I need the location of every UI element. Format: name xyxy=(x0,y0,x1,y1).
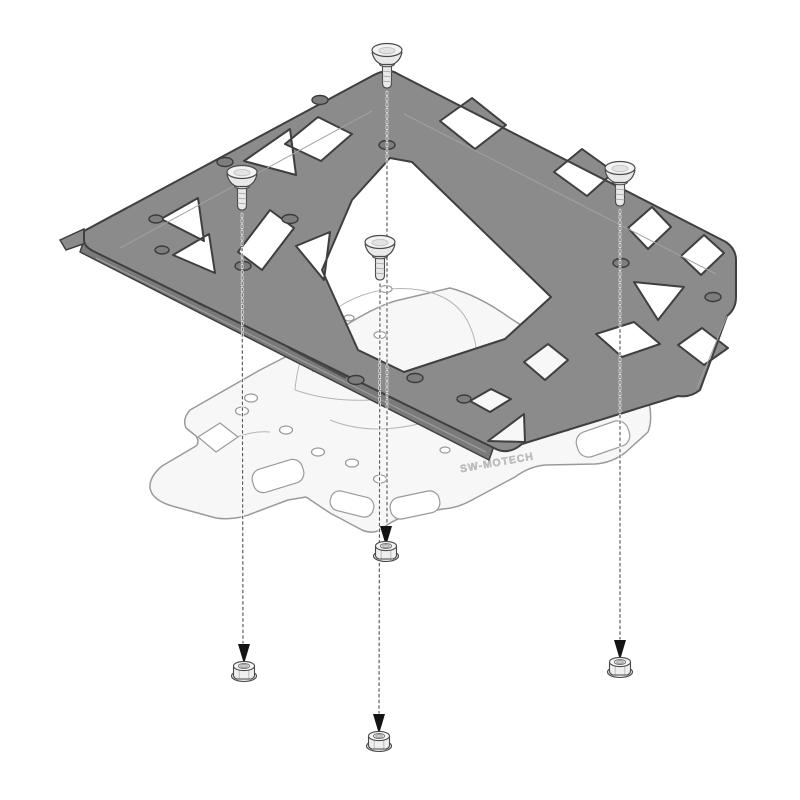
nut-icon xyxy=(606,656,634,679)
dashed-alignment-line xyxy=(377,282,382,715)
nut-icon xyxy=(372,540,400,563)
alignment-lines xyxy=(240,90,622,715)
dashed-alignment-line xyxy=(240,212,245,645)
rack-plate-creases xyxy=(95,110,728,453)
rack-plate-face xyxy=(83,70,737,453)
alignment-arrows xyxy=(238,526,626,734)
nut-icon xyxy=(230,660,258,683)
screw-icon xyxy=(364,234,396,281)
rack-plate xyxy=(58,70,737,461)
nuts xyxy=(230,540,634,753)
nut-icon xyxy=(365,730,393,753)
